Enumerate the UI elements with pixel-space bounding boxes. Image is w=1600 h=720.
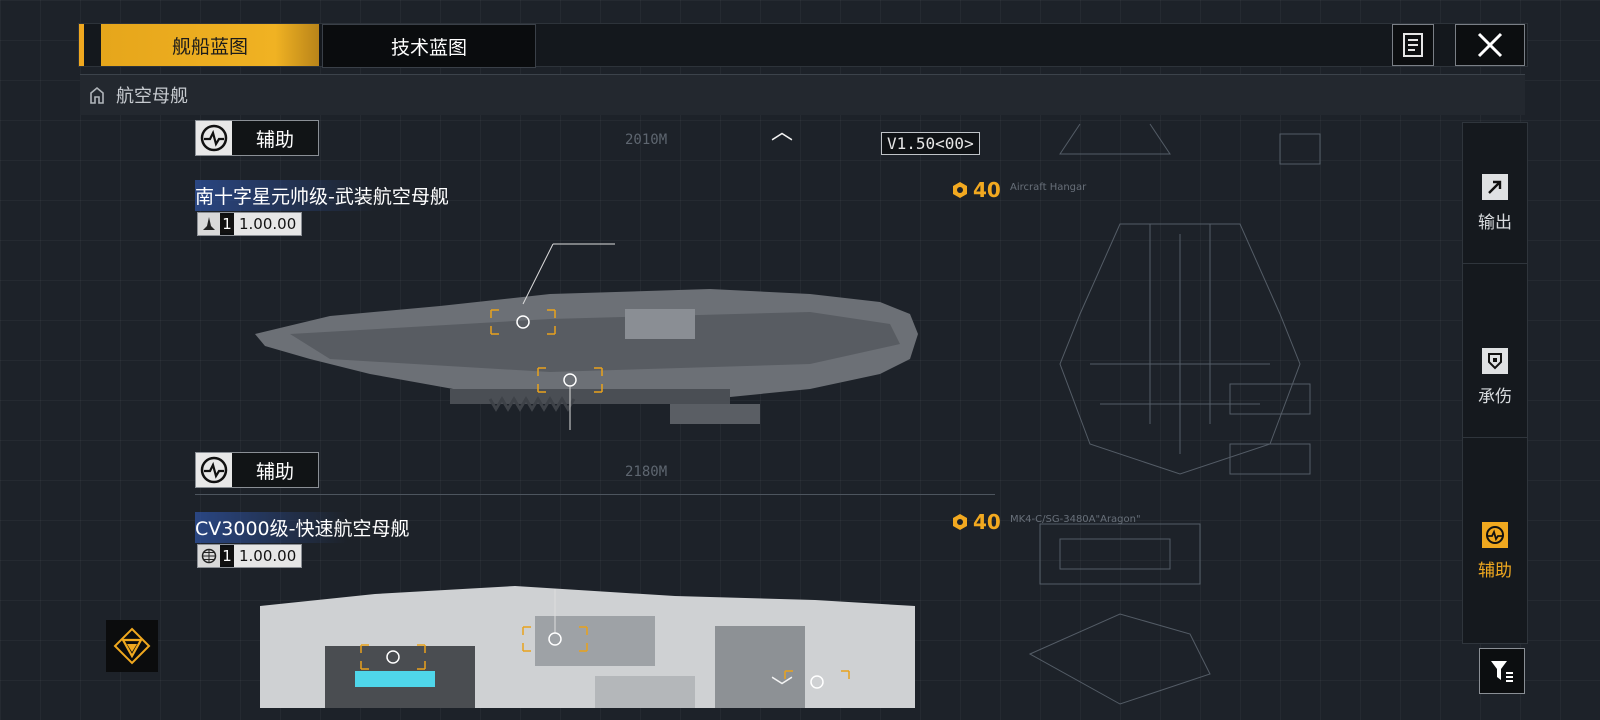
role-tag-top: 辅助 — [195, 120, 319, 156]
triangle-emblem-icon — [113, 627, 151, 665]
stat-badge: 1 1.00.00 — [197, 212, 303, 236]
ship-list[interactable]: 辅助 2010M ︿ V1.50<00> 南十字星元帅级-武装航空母舰 1 1.… — [195, 114, 1000, 708]
blueprint-schematic: Aircraft Hangar MK4-C/SG-3480A"Aragon" — [1010, 123, 1321, 705]
side-item-tank[interactable]: 承伤 — [1463, 317, 1527, 438]
support-icon — [200, 456, 228, 484]
cost: 40 — [951, 510, 1000, 534]
tab-edge-marker — [79, 24, 84, 66]
close-button[interactable] — [1455, 24, 1525, 66]
top-bar: 舰船蓝图 技术蓝图 — [78, 23, 1528, 68]
ship-name[interactable]: 南十字星元帅级-武装航空母舰 — [195, 180, 453, 211]
document-button[interactable] — [1392, 24, 1434, 66]
cost-value: 40 — [973, 178, 1000, 202]
stat-value: 1.00.00 — [234, 545, 302, 567]
version-label: V1.50<00> — [881, 132, 980, 155]
globe-icon — [201, 548, 217, 564]
role-tag-label: 辅助 — [232, 121, 318, 155]
fighter-icon — [203, 217, 215, 230]
stat-count: 1 — [220, 215, 234, 233]
breadcrumb: 航空母舰 — [80, 74, 1525, 115]
side-item-label: 输出 — [1478, 212, 1512, 233]
role-tag-ship1: 辅助 — [195, 452, 319, 488]
tab-ship-blueprints[interactable]: 舰船蓝图 — [101, 24, 319, 66]
blueprint-label-hangar: Aircraft Hangar — [1010, 182, 1087, 193]
blueprint-label-model: MK4-C/SG-3480A"Aragon" — [1010, 514, 1141, 525]
category-label: 航空母舰 — [116, 86, 188, 107]
filter-icon — [1491, 661, 1513, 682]
ship-model-1[interactable] — [250, 264, 930, 439]
dim-label-ship1: 2180M — [625, 464, 668, 480]
hangar-icon — [90, 86, 104, 104]
cost-icon — [953, 182, 967, 198]
dim-label-top: 2010M — [625, 132, 668, 148]
emblem-button[interactable] — [106, 620, 158, 672]
tab-tech-blueprints[interactable]: 技术蓝图 — [322, 24, 536, 68]
scroll-up-arrow-icon[interactable]: ︿ — [771, 120, 794, 145]
cost-value: 40 — [973, 510, 1000, 534]
arrow-out-icon — [1488, 180, 1502, 194]
stat-count: 1 — [220, 547, 234, 565]
side-item-support[interactable]: 辅助 — [1463, 491, 1527, 611]
cost: 40 — [951, 178, 1000, 202]
document-icon — [1403, 33, 1423, 57]
hotspot-markers-2[interactable] — [355, 589, 875, 708]
close-icon — [1477, 32, 1503, 58]
side-item-output[interactable]: 输出 — [1463, 143, 1527, 264]
ship-name[interactable]: CV3000级-快速航空母舰 — [195, 512, 414, 543]
support-icon — [200, 124, 228, 152]
side-item-label: 辅助 — [1478, 560, 1512, 581]
stat-value: 1.00.00 — [234, 213, 302, 235]
role-tag-label: 辅助 — [232, 453, 318, 487]
support-icon — [1486, 525, 1504, 544]
cost-icon — [953, 514, 967, 530]
role-filter-panel: 输出 承伤 辅助 — [1462, 122, 1528, 644]
scroll-down-arrow-icon[interactable]: ﹀ — [771, 676, 794, 701]
shield-icon — [1488, 352, 1502, 369]
divider — [195, 494, 995, 495]
stat-badge: 1 1.00.00 — [197, 544, 303, 568]
side-item-label: 承伤 — [1478, 386, 1512, 407]
filter-button[interactable] — [1479, 648, 1525, 694]
hotspot-markers-1[interactable] — [485, 240, 635, 440]
